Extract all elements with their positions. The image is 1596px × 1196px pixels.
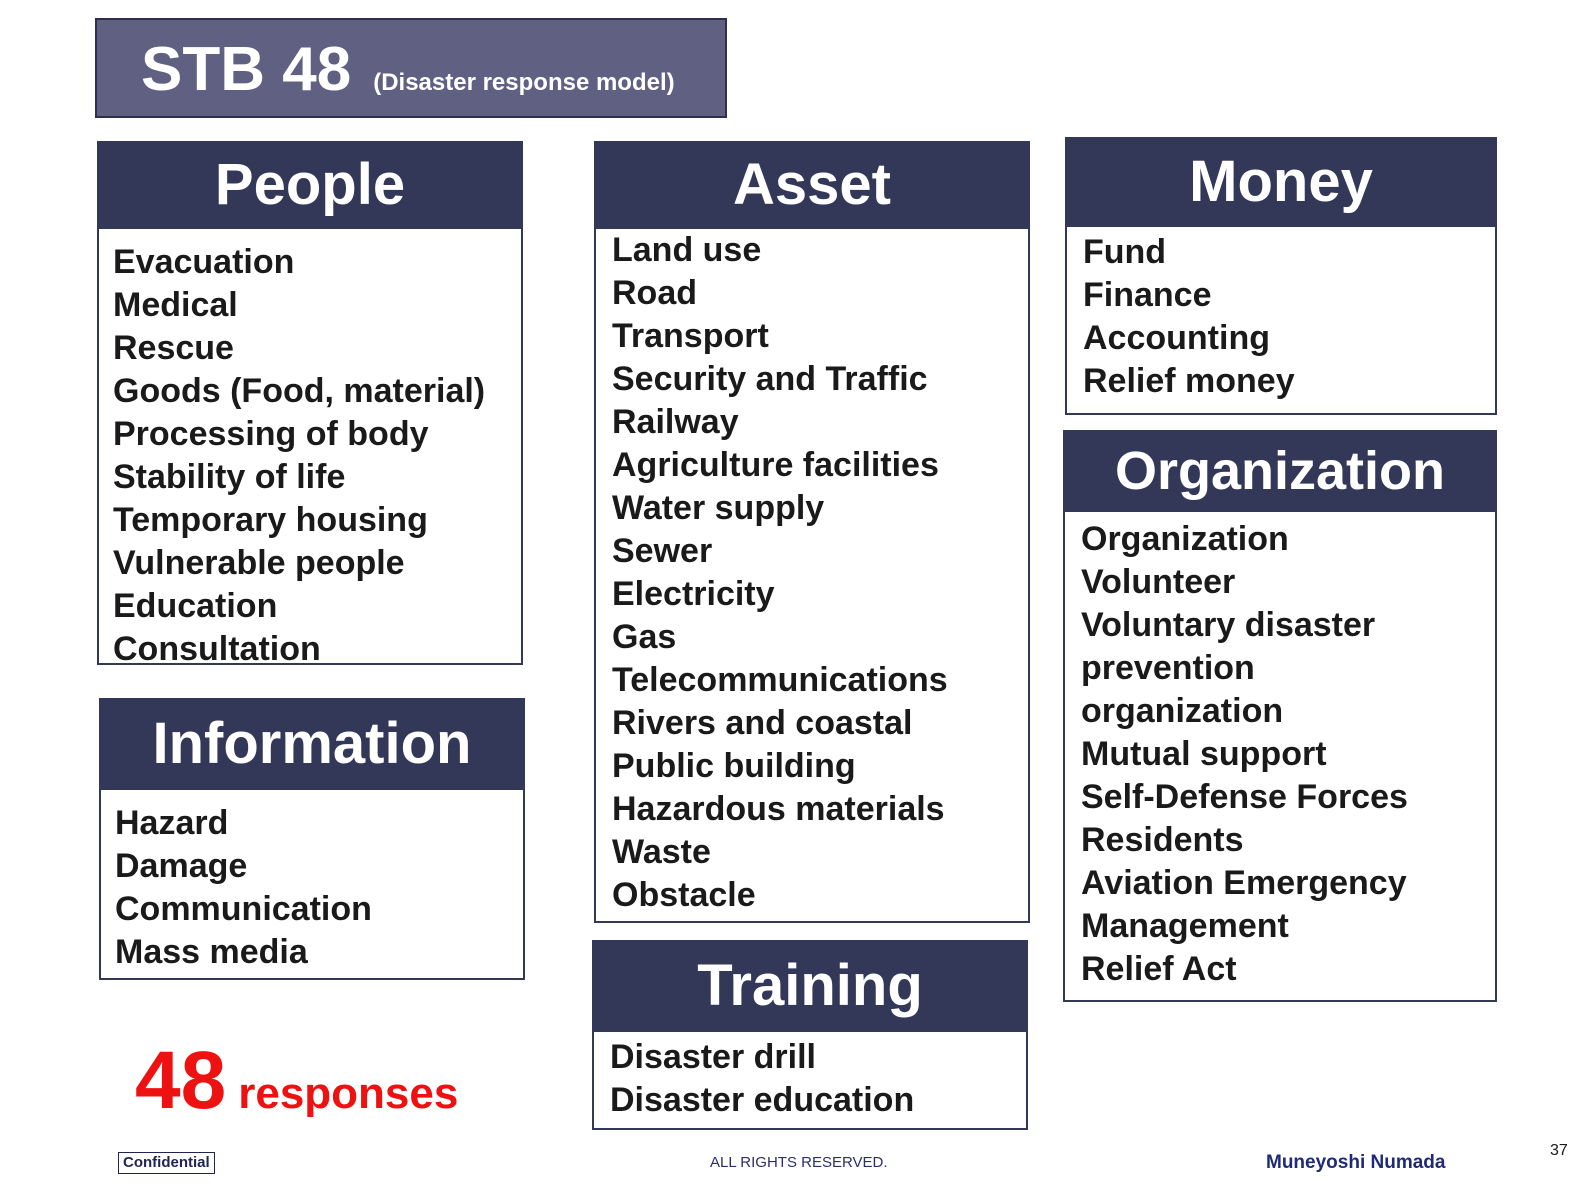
information-list: Hazard Damage Communication Mass media [99, 790, 525, 980]
list-item: Goods (Food, material) [113, 372, 486, 410]
information-card: Information Hazard Damage Communication … [99, 698, 525, 980]
list-item: Disaster drill [610, 1038, 816, 1076]
money-card: Money Fund Finance Accounting Relief mon… [1065, 137, 1497, 415]
confidential-badge: Confidential [118, 1152, 215, 1174]
author-name: Muneyoshi Numada [1266, 1152, 1446, 1173]
slide-title: STB 48 (Disaster response model) [95, 18, 727, 118]
title-subtitle: (Disaster response model) [373, 69, 675, 96]
list-item: Accounting [1083, 319, 1270, 357]
training-list: Disaster drill Disaster education [592, 1032, 1028, 1130]
list-item: Volunteer [1081, 563, 1236, 601]
list-item: Gas [612, 618, 677, 656]
list-item: Communication [115, 890, 372, 928]
money-list: Fund Finance Accounting Relief money [1065, 227, 1497, 415]
list-item: Disaster education [610, 1081, 915, 1119]
people-list: Evacuation Medical Rescue Goods (Food, m… [97, 229, 523, 668]
list-item: Rivers and coastal [612, 704, 913, 742]
organization-list: Organization Volunteer Voluntary disaste… [1063, 512, 1497, 1002]
list-item: Mass media [115, 933, 308, 971]
responses-number: 48 [135, 1035, 227, 1126]
asset-card: Asset Land use Road Transport Security a… [594, 141, 1030, 923]
training-card: Training Disaster drill Disaster educati… [592, 940, 1028, 1130]
money-heading: Money [1065, 137, 1497, 227]
list-item: Finance [1083, 276, 1212, 314]
asset-heading: Asset [594, 141, 1030, 229]
list-item: Land use [612, 231, 762, 269]
list-item: Telecommunications [612, 661, 948, 699]
list-item: Waste [612, 833, 711, 871]
page-number: 37 [1550, 1142, 1568, 1159]
information-heading: Information [99, 698, 525, 790]
list-item: Hazardous materials [612, 790, 945, 828]
list-item: Evacuation [113, 243, 295, 281]
list-item: Electricity [612, 575, 775, 613]
list-item: Aviation Emergency [1081, 864, 1407, 902]
list-item: Railway [612, 403, 739, 441]
list-item: Temporary housing [113, 501, 428, 539]
list-item: Medical [113, 286, 238, 324]
list-item: Agriculture facilities [612, 446, 939, 484]
list-item: organization [1081, 692, 1284, 730]
list-item: Voluntary disaster [1081, 606, 1376, 644]
list-item: Vulnerable people [113, 544, 405, 582]
organization-heading: Organization [1063, 430, 1497, 512]
list-item: Relief money [1083, 362, 1295, 400]
list-item: Management [1081, 907, 1289, 945]
list-item: Rescue [113, 329, 234, 367]
list-item: Damage [115, 847, 248, 885]
list-item: Mutual support [1081, 735, 1327, 773]
asset-list: Land use Road Transport Security and Tra… [594, 229, 1030, 923]
people-heading: People [97, 141, 523, 229]
list-item: Sewer [612, 532, 713, 570]
list-item: prevention [1081, 649, 1255, 687]
list-item: Obstacle [612, 876, 756, 914]
list-item: Self-Defense Forces [1081, 778, 1408, 816]
list-item: Transport [612, 317, 769, 355]
rights-notice: ALL RIGHTS RESERVED. [710, 1154, 888, 1171]
title-main: STB 48 [141, 35, 352, 104]
list-item: Consultation [113, 630, 321, 668]
list-item: Road [612, 274, 697, 312]
list-item: Fund [1083, 233, 1167, 271]
list-item: Public building [612, 747, 856, 785]
list-item: Relief Act [1081, 950, 1237, 988]
list-item: Education [113, 587, 278, 625]
list-item: Security and Traffic [612, 360, 928, 398]
list-item: Stability of life [113, 458, 346, 496]
list-item: Organization [1081, 520, 1289, 558]
people-card: People Evacuation Medical Rescue Goods (… [97, 141, 523, 668]
training-heading: Training [592, 940, 1028, 1032]
responses-label: responses [238, 1069, 459, 1118]
organization-card: Organization Organization Volunteer Volu… [1063, 430, 1497, 1002]
list-item: Residents [1081, 821, 1244, 859]
list-item: Water supply [612, 489, 825, 527]
list-item: Processing of body [113, 415, 429, 453]
list-item: Hazard [115, 804, 229, 842]
